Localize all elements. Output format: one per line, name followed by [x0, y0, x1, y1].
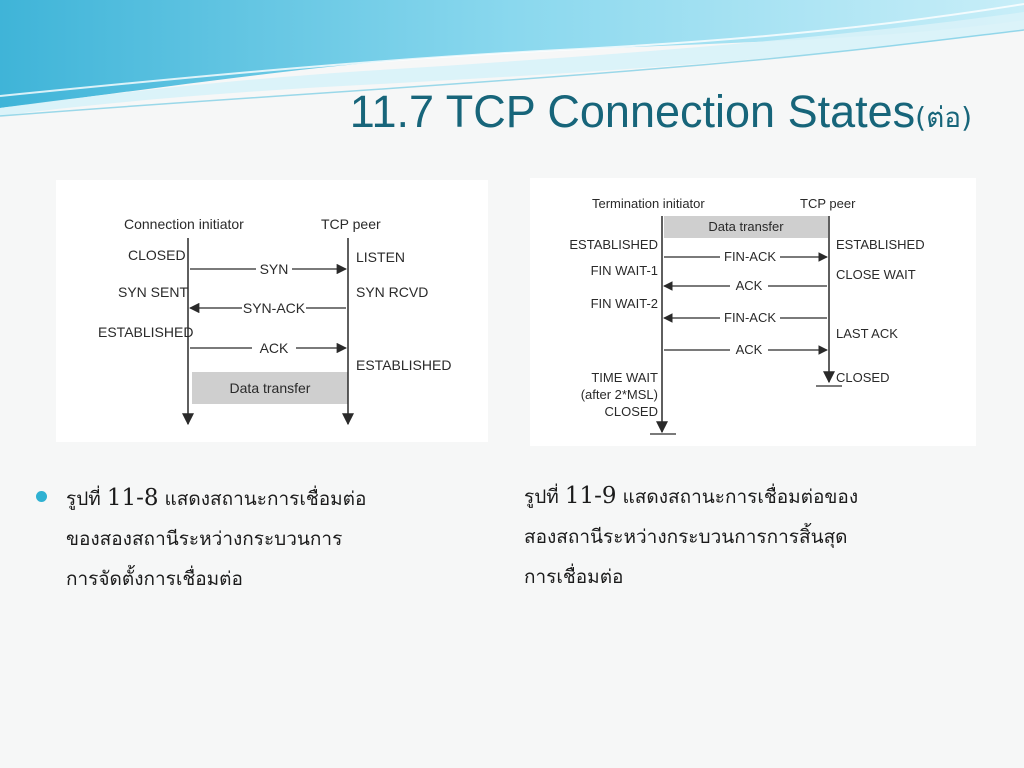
header-wave-decoration	[0, 0, 1024, 117]
data-transfer-band	[192, 372, 348, 404]
slide-title: 11.7 TCP Connection States(ต่อ)	[350, 86, 972, 140]
caption-left-line1: แสดงสถานะการเชื่อมต่อ	[158, 488, 367, 510]
connection-establishment-diagram: Connection initiator TCP peer Data trans…	[56, 180, 488, 442]
initiator-header: Connection initiator	[124, 216, 244, 232]
state-closed: CLOSED	[128, 247, 186, 263]
term-state-established-initiator: ESTABLISHED	[569, 237, 658, 252]
termination-initiator-header: Termination initiator	[592, 196, 705, 211]
caption-left-prefix: รูปที่	[66, 488, 107, 510]
caption-right-line3: การเชื่อมต่อ	[524, 566, 624, 588]
caption-right-line1: แสดงสถานะการเชื่อมต่อของ	[616, 486, 859, 508]
slide-title-text: 11.7 TCP Connection States	[349, 86, 916, 137]
ack-label-2: ACK	[736, 342, 763, 357]
term-state-established-peer: ESTABLISHED	[836, 237, 925, 252]
state-established-peer: ESTABLISHED	[356, 357, 451, 373]
figure-11-9-caption: รูปที่ 11-9 แสดงสถานะการเชื่อมต่อของ สอง…	[524, 476, 934, 597]
peer-header: TCP peer	[321, 216, 381, 232]
term-state-close-wait: CLOSE WAIT	[836, 267, 916, 282]
term-state-fin-wait-2: FIN WAIT-2	[591, 296, 658, 311]
syn-label: SYN	[260, 261, 289, 277]
state-established-initiator: ESTABLISHED	[98, 324, 193, 340]
caption-right-number: 11-9	[564, 483, 617, 509]
caption-left-line3: การจัดตั้งการเชื่อมต่อ	[66, 568, 243, 590]
term-state-time-wait: TIME WAIT	[591, 370, 658, 385]
term-state-closed-peer: CLOSED	[836, 370, 889, 385]
slide-title-suffix: (ต่อ)	[915, 101, 972, 134]
caption-right-prefix: รูปที่	[524, 486, 565, 508]
term-state-last-ack: LAST ACK	[836, 326, 898, 341]
ack-label-1: ACK	[736, 278, 763, 293]
fin-ack-label-1: FIN-ACK	[724, 249, 776, 264]
term-state-after-2msl: (after 2*MSL)	[581, 387, 658, 402]
syn-ack-label: SYN-ACK	[243, 300, 306, 316]
ack-label: ACK	[260, 340, 289, 356]
termination-data-transfer-label: Data transfer	[708, 219, 784, 234]
term-state-closed-initiator: CLOSED	[605, 404, 658, 419]
termination-data-transfer-band	[664, 216, 828, 238]
caption-left-line2: ของสองสถานีระหว่างกระบวนการ	[66, 528, 343, 550]
state-syn-sent: SYN SENT	[118, 284, 188, 300]
term-state-fin-wait-1: FIN WAIT-1	[591, 263, 658, 278]
termination-peer-header: TCP peer	[800, 196, 856, 211]
state-listen: LISTEN	[356, 249, 405, 265]
data-transfer-label: Data transfer	[230, 380, 311, 396]
fin-ack-label-2: FIN-ACK	[724, 310, 776, 325]
caption-left-number: 11-8	[106, 485, 159, 511]
figure-11-8-caption: รูปที่ 11-8 แสดงสถานะการเชื่อมต่อ ของสอง…	[66, 478, 456, 599]
caption-right-line2: สองสถานีระหว่างกระบวนการการสิ้นสุด	[524, 526, 848, 548]
connection-termination-diagram: Termination initiator TCP peer Data tran…	[530, 178, 976, 446]
bullet-dot	[36, 491, 47, 502]
state-syn-rcvd: SYN RCVD	[356, 284, 428, 300]
